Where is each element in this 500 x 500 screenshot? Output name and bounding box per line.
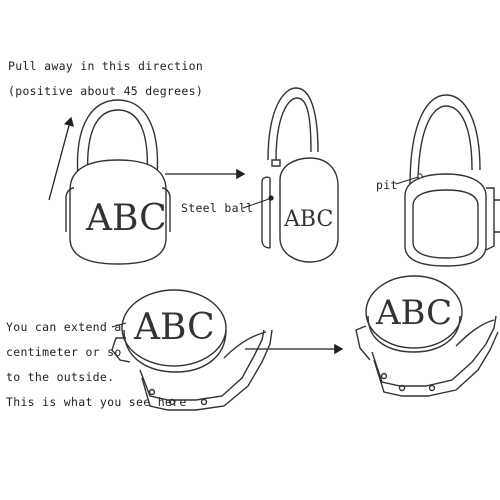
hook-figure-back (404, 94, 500, 267)
instruction-line-1: Pull away in this direction (8, 59, 204, 73)
note-line-1: You can extend a (6, 320, 122, 334)
note-line-3: to the outside. (6, 370, 115, 384)
note-line-4: This is what you see here (6, 395, 187, 409)
hook-figure-closed (65, 99, 171, 265)
hook-figure-side (261, 87, 339, 263)
instruction-line-2: (positive about 45 degrees) (8, 84, 204, 98)
steel-ball-leader (242, 198, 270, 209)
hook-figure-extended (111, 289, 273, 411)
note-line-2: centimeter or so (6, 345, 122, 359)
logo-text-2: ABC (283, 207, 333, 232)
pull-direction-arrow (48, 116, 75, 201)
logo-text-3: ABC (133, 307, 215, 348)
pit-label: pit (376, 178, 398, 192)
logo-text-1: ABC (85, 198, 167, 239)
logo-text-4: ABC (375, 293, 452, 333)
hook-figure-result (355, 275, 499, 397)
steel-ball-label: Steel ball (181, 201, 254, 215)
steel-ball-marker (268, 195, 274, 201)
pit-marker (417, 173, 423, 179)
pit-leader (395, 176, 419, 185)
extend-leader (111, 322, 127, 328)
